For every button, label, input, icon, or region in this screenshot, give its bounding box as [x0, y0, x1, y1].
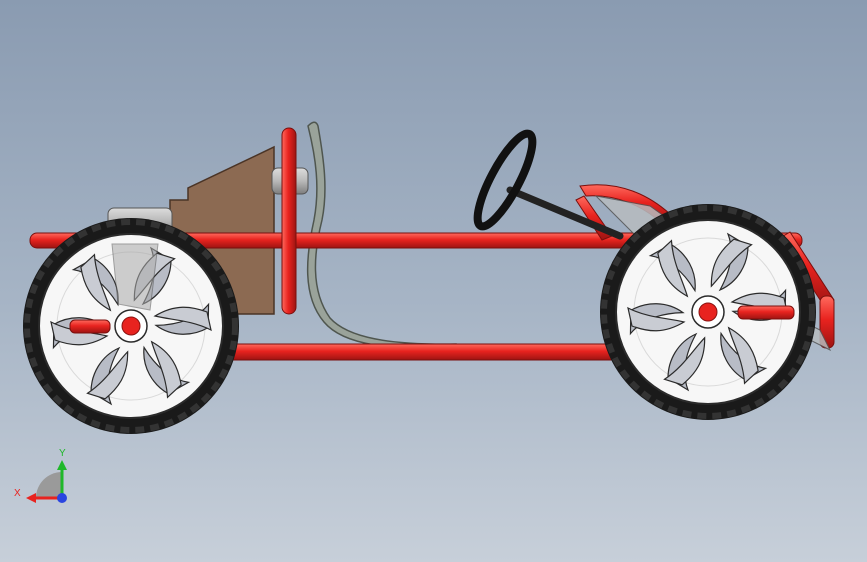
axis-triad: Y X — [14, 448, 67, 503]
steering-assembly[interactable] — [468, 128, 624, 240]
front-axle-stub — [737, 305, 795, 320]
seat-support-tube — [281, 127, 297, 315]
triad-z-axis — [57, 493, 67, 503]
steering-wheel[interactable] — [468, 128, 542, 233]
triad-x-label: X — [14, 488, 21, 499]
triad-y-label: Y — [59, 448, 66, 459]
triad-z-quadrant — [36, 472, 62, 498]
rear-hub-detail — [111, 243, 159, 311]
rear-axle-stub — [69, 319, 111, 334]
